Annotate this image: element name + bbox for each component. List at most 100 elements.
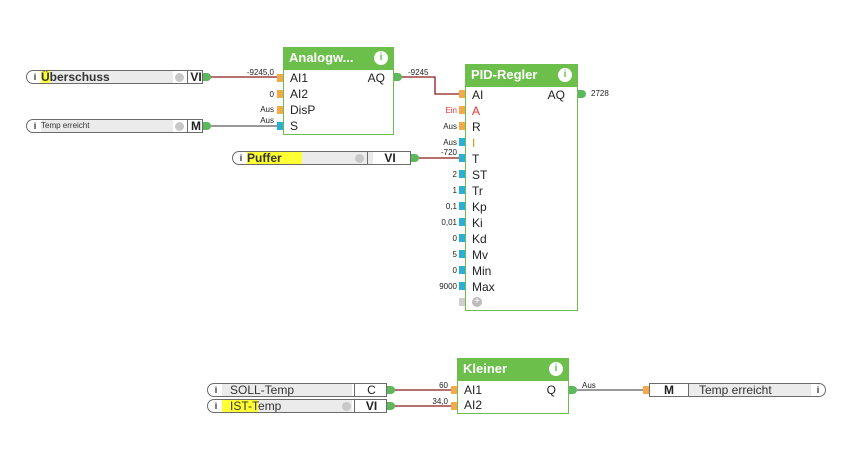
output-label: Q [546, 383, 556, 397]
input-port[interactable] [277, 74, 283, 82]
add-pin-icon[interactable]: + [472, 297, 482, 307]
port-value: -9245,0 [246, 68, 274, 77]
input-soll-temp[interactable]: i SOLL-Temp C [207, 383, 387, 397]
output-connector[interactable] [387, 402, 395, 410]
output-value: Aus [582, 381, 596, 390]
output-connector[interactable] [203, 73, 211, 81]
pin-kd: Kd [472, 232, 487, 246]
info-icon[interactable]: i [33, 121, 37, 131]
port-value: 0,01 [441, 218, 457, 227]
block-title: Analogw... i [284, 48, 393, 70]
input-temp-erreicht[interactable]: i Temp erreicht M [26, 119, 203, 133]
port-value: 5 [452, 250, 457, 259]
add-port[interactable] [459, 298, 465, 306]
input-port[interactable] [459, 90, 465, 98]
info-icon[interactable]: i [816, 385, 820, 395]
pin-ai: AI [472, 88, 484, 102]
label-rest: emp [258, 400, 282, 412]
input-port[interactable] [451, 402, 457, 410]
block-title-text: PID-Regler [471, 67, 538, 82]
input-port[interactable] [459, 234, 465, 242]
info-icon[interactable]: i [214, 401, 218, 411]
port-value: 0 [269, 90, 274, 99]
input-ist-temp[interactable]: i IST-Temp VI [207, 399, 387, 413]
type-label: C [354, 384, 388, 396]
output-connector[interactable] [578, 90, 586, 98]
pin-s: S [290, 119, 299, 133]
input-port[interactable] [451, 386, 457, 394]
output-value: 2728 [591, 89, 609, 98]
output-value: -9245 [408, 68, 429, 77]
type-label: M [187, 120, 204, 132]
input-port[interactable] [459, 202, 465, 210]
input-port[interactable] [459, 122, 465, 130]
output-connector[interactable] [394, 73, 402, 81]
output-temp-erreicht[interactable]: M Temp erreicht i [649, 383, 826, 397]
pin-disp: DisP [290, 103, 316, 117]
input-port[interactable] [459, 138, 465, 146]
more-icon[interactable] [175, 73, 184, 82]
input-port[interactable] [459, 106, 465, 114]
pin-kp: Kp [472, 200, 487, 214]
output-connector[interactable] [411, 154, 419, 162]
highlight-text: Ü [41, 71, 50, 83]
output-connector[interactable] [569, 386, 577, 394]
block-title: PID-Regler i [466, 65, 577, 87]
more-icon[interactable] [355, 154, 364, 163]
block-analogwert[interactable]: Analogw...i AI1 AI2 DisP S AQ [283, 47, 394, 135]
info-icon[interactable]: i [239, 153, 243, 163]
pin-mv: Mv [472, 248, 488, 262]
block-title-text: Analogw... [289, 50, 354, 65]
pin-ai2: AI2 [290, 87, 309, 101]
output-connector[interactable] [387, 386, 395, 394]
type-label: VI [367, 152, 412, 164]
info-icon[interactable]: i [374, 51, 388, 65]
port-value: 0 [452, 266, 457, 275]
pin-ai2: AI2 [464, 398, 483, 412]
type-label: VI [187, 71, 204, 83]
port-value: Aus [443, 122, 457, 131]
type-label: VI [354, 400, 388, 412]
pin-t: T [472, 152, 480, 166]
input-port[interactable] [459, 154, 465, 162]
input-port[interactable] [277, 106, 283, 114]
pin-min: Min [472, 264, 492, 278]
input-port[interactable] [459, 266, 465, 274]
port-value: -720 [440, 148, 457, 157]
input-port[interactable] [459, 186, 465, 194]
info-icon[interactable]: i [214, 385, 218, 395]
type-label: M [650, 384, 689, 396]
input-puffer[interactable]: i Puffer VI [232, 151, 411, 165]
pin-ki: Ki [472, 216, 483, 230]
port-value: Aus [443, 138, 457, 147]
port-value: 0 [452, 234, 457, 243]
info-icon[interactable]: i [558, 68, 572, 82]
input-port[interactable] [459, 170, 465, 178]
label-rest: berschuss [49, 71, 110, 83]
port-value: 2 [452, 170, 457, 179]
input-port[interactable] [643, 386, 649, 394]
input-ueberschuss[interactable]: i Überschuss VI [26, 70, 203, 84]
info-icon[interactable]: i [33, 72, 37, 82]
info-icon[interactable]: i [549, 362, 563, 376]
port-value: Ein [445, 106, 457, 115]
input-port[interactable] [459, 250, 465, 258]
input-port[interactable] [459, 282, 465, 290]
pin-max: Max [472, 280, 495, 294]
input-port[interactable] [277, 90, 283, 98]
more-icon[interactable] [175, 122, 184, 131]
pin-tr: Tr [472, 184, 483, 198]
output-label: AQ [547, 88, 565, 102]
input-port[interactable] [459, 218, 465, 226]
output-connector[interactable] [203, 122, 211, 130]
more-icon[interactable] [342, 402, 351, 411]
port-value: 9000 [439, 282, 457, 291]
pin-ai1: AI1 [464, 383, 483, 397]
input-port[interactable] [277, 122, 283, 130]
input-puffer-label: Puffer [247, 152, 373, 164]
pin-r: R [472, 120, 481, 134]
